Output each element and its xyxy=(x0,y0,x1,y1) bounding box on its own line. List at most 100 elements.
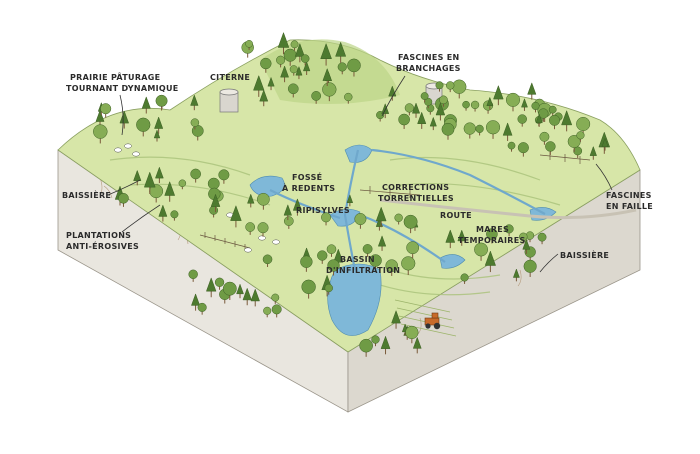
conifer-tree xyxy=(259,89,269,107)
conifer-tree xyxy=(253,74,265,97)
deciduous-tree xyxy=(283,216,294,229)
deciduous-tree xyxy=(311,91,322,104)
label-mares-line2: TEMPORAIRES xyxy=(458,236,526,245)
contour-strips xyxy=(109,156,561,296)
deciduous-tree xyxy=(276,55,286,68)
deciduous-tree xyxy=(576,131,585,142)
label-route: ROUTE xyxy=(440,211,472,220)
label-ripisylves: RIPISYLVES xyxy=(296,206,350,215)
deciduous-tree xyxy=(362,244,373,257)
deciduous-tree xyxy=(301,279,316,299)
deciduous-tree xyxy=(222,281,237,301)
label-fascines-branchages-line2: BRANCHAGES xyxy=(396,64,461,73)
deciduous-tree xyxy=(359,338,373,357)
conifer-tree xyxy=(236,283,244,299)
deciduous-tree xyxy=(300,54,310,66)
label-bassin-line1: BASSIN xyxy=(340,255,375,264)
deciduous-tree xyxy=(385,259,399,276)
deciduous-tree xyxy=(517,142,529,157)
label-fascines-faille-line2: EN FAILLE xyxy=(606,202,653,211)
deciduous-tree xyxy=(260,57,272,73)
deciduous-tree xyxy=(178,179,187,190)
conifer-tree xyxy=(320,42,332,66)
conifer-tree xyxy=(484,250,496,273)
conifer-tree xyxy=(417,111,427,129)
label-fascines-branchages-line1: FASCINES EN xyxy=(398,53,460,62)
deciduous-tree xyxy=(257,222,269,237)
conifer-tree xyxy=(346,194,354,207)
deciduous-tree xyxy=(539,131,550,145)
deciduous-tree xyxy=(537,232,547,245)
deciduous-tree xyxy=(485,120,501,139)
deciduous-tree xyxy=(100,103,112,118)
conifer-tree xyxy=(143,171,156,194)
deciduous-tree xyxy=(245,40,253,50)
conifer-tree xyxy=(247,193,255,208)
leader-baissiere-left xyxy=(107,179,141,196)
deciduous-tree xyxy=(322,82,337,102)
road xyxy=(379,198,637,220)
deciduous-tree xyxy=(271,304,282,318)
label-baissiere-left: BAISSIÈRE xyxy=(62,189,111,200)
deciduous-tree xyxy=(406,241,420,259)
conifer-tree xyxy=(133,169,142,186)
deciduous-tree xyxy=(504,224,514,237)
deciduous-tree xyxy=(354,213,367,229)
leader-fascines-faille xyxy=(595,163,613,191)
conifer-tree xyxy=(267,76,275,91)
conifer-tree xyxy=(429,116,437,131)
deciduous-tree xyxy=(245,222,256,235)
conifer-tree xyxy=(502,122,513,141)
leader-fascines-branchages xyxy=(381,75,406,117)
label-plantations-line1: PLANTATIONS xyxy=(66,231,131,240)
deciduous-tree xyxy=(439,95,448,107)
conifer-tree xyxy=(411,102,421,118)
deciduous-tree xyxy=(188,269,198,282)
conifer-tree xyxy=(277,31,290,55)
deciduous-tree xyxy=(394,213,403,225)
leader-plantations xyxy=(121,204,161,233)
label-prairie-line2: TOURNANT DYNAMIQUE xyxy=(66,84,179,93)
label-corrections-line2: TORRENTIELLES xyxy=(378,194,454,203)
conifer-tree xyxy=(535,113,543,127)
conifer-tree xyxy=(527,82,537,100)
trees xyxy=(93,31,611,357)
conifer-tree xyxy=(158,204,168,222)
deciduous-tree xyxy=(424,97,433,109)
deciduous-tree xyxy=(170,210,179,221)
deciduous-tree xyxy=(545,141,556,155)
deciduous-tree xyxy=(190,168,201,183)
conifer-tree xyxy=(377,235,387,251)
deciduous-tree xyxy=(525,231,535,243)
deciduous-tree xyxy=(262,254,273,268)
deciduous-tree xyxy=(470,100,480,112)
deciduous-tree xyxy=(289,65,298,76)
conifer-tree xyxy=(210,193,221,213)
deciduous-tree xyxy=(460,273,469,284)
conifer-tree xyxy=(493,84,504,106)
deciduous-tree xyxy=(531,101,540,113)
deciduous-tree xyxy=(405,325,419,344)
deciduous-tree xyxy=(549,114,560,130)
deciduous-tree xyxy=(486,228,498,244)
deciduous-tree xyxy=(523,259,537,277)
conifer-tree xyxy=(190,94,199,111)
conifer-tree xyxy=(191,293,201,311)
sheep-flock xyxy=(114,143,280,253)
deciduous-tree xyxy=(197,302,207,315)
leader-prairie xyxy=(119,94,124,136)
deciduous-tree xyxy=(327,259,340,276)
conifer-tree xyxy=(601,137,609,151)
conifer-tree xyxy=(522,238,531,254)
deciduous-tree xyxy=(287,83,299,98)
conifer-tree xyxy=(155,166,164,184)
deciduous-tree xyxy=(136,117,151,137)
label-citerne: CITERNE xyxy=(210,73,250,82)
deciduous-tree xyxy=(321,212,331,226)
deciduous-tree xyxy=(462,100,470,111)
label-fosse-line2: À REDENTS xyxy=(282,182,335,193)
conifer-tree xyxy=(280,65,289,83)
label-corrections-line1: CORRECTIONS xyxy=(382,183,449,192)
conifer-tree xyxy=(283,204,292,221)
label-prairie-line1: PRAIRIE PÂTURAGE xyxy=(70,71,160,82)
